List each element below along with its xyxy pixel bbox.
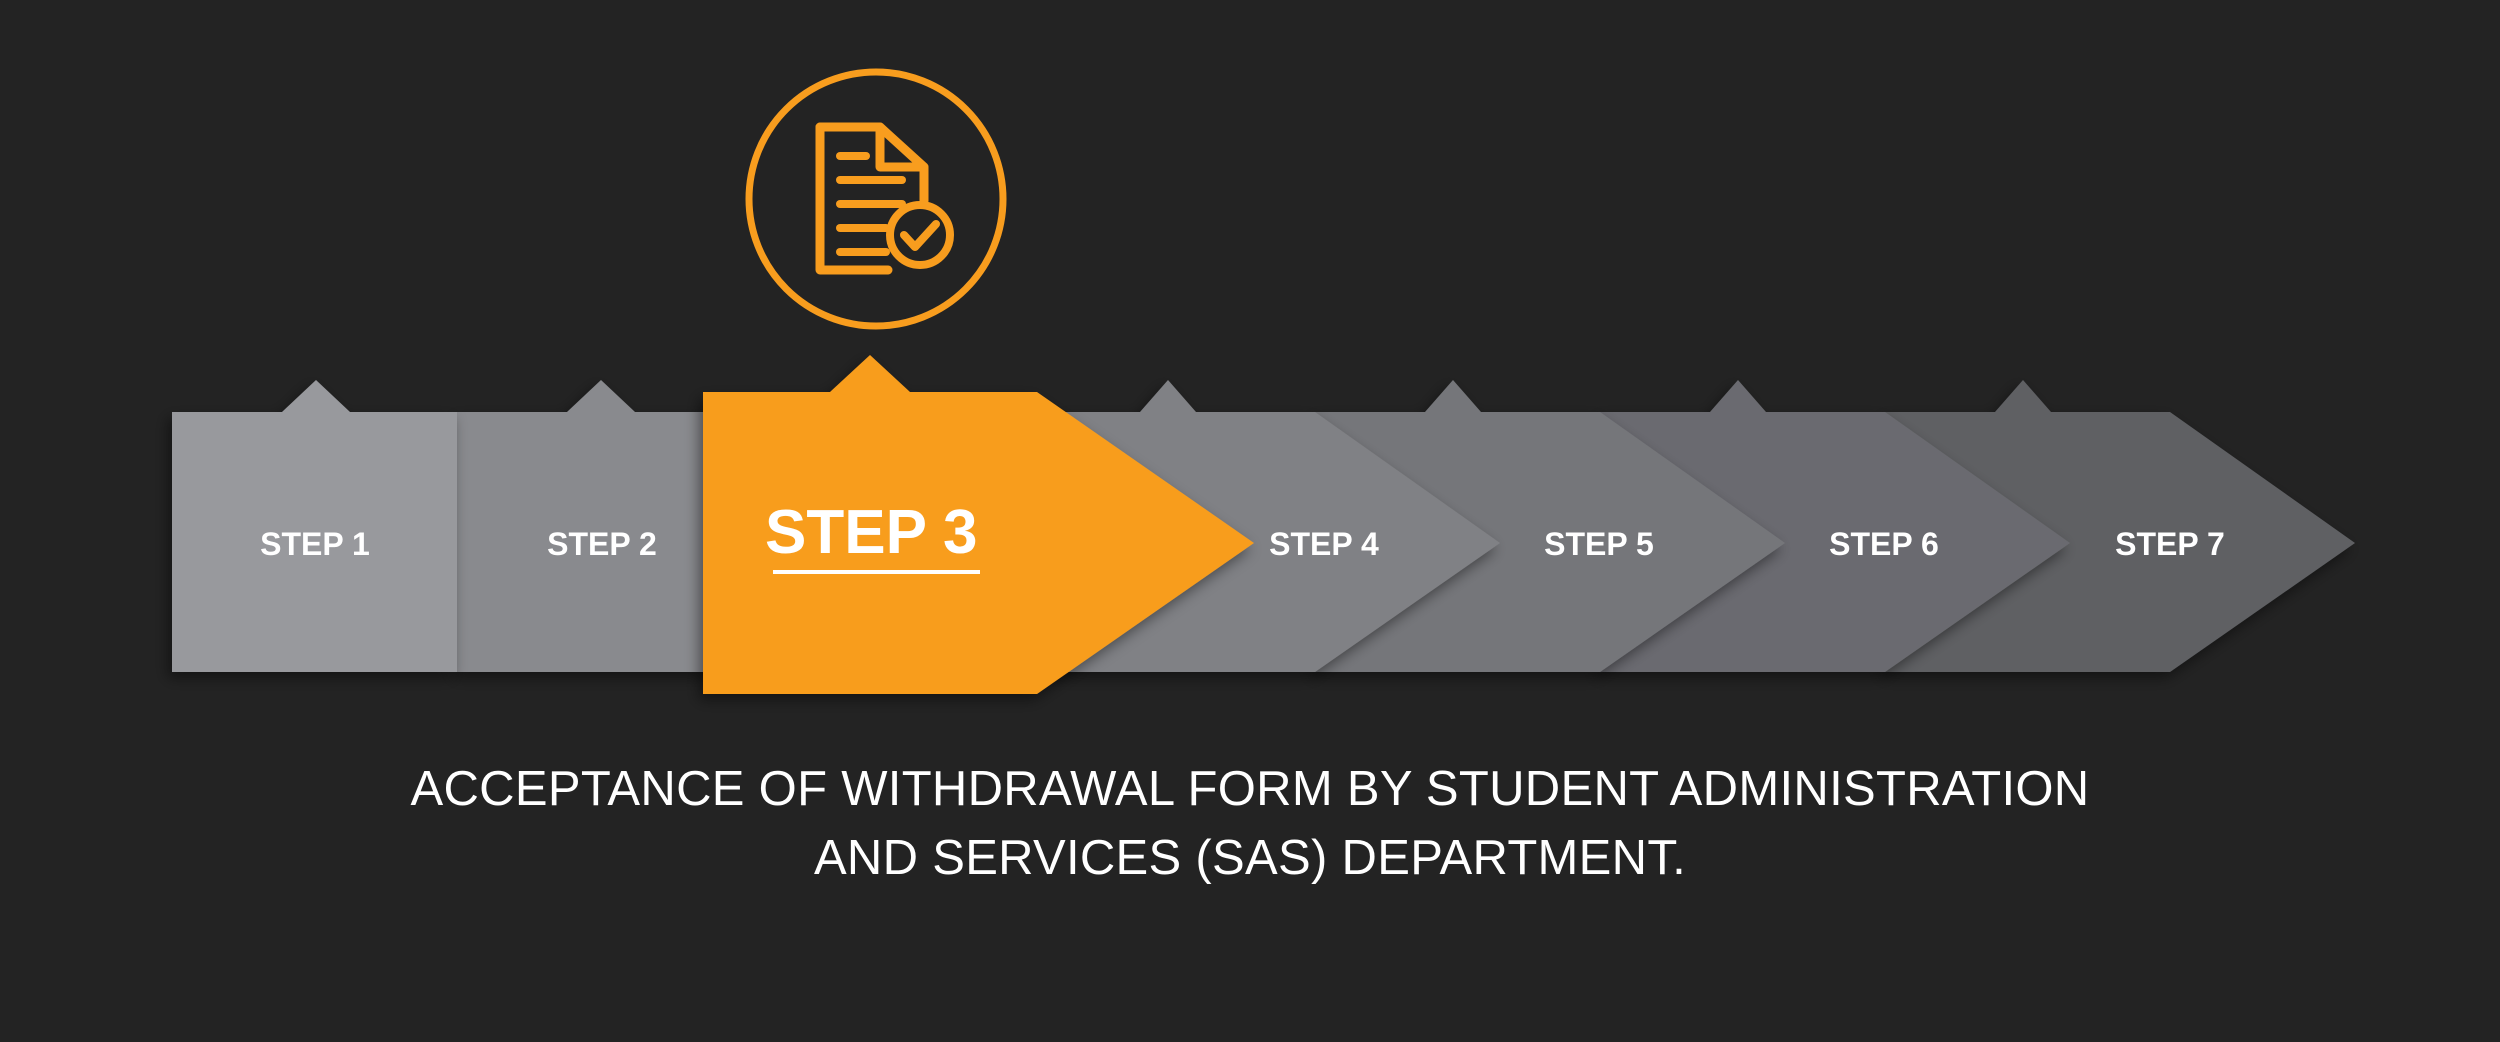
step-1-label: STEP 1 bbox=[260, 526, 370, 562]
step-5-label: STEP 5 bbox=[1544, 526, 1654, 562]
step-3-underline bbox=[773, 570, 980, 574]
step-7-label: STEP 7 bbox=[2115, 526, 2225, 562]
step-5-arrow: STEP 5 bbox=[1315, 380, 1785, 672]
document-check-icon bbox=[745, 68, 1007, 330]
step-7-arrow: STEP 7 bbox=[1885, 380, 2355, 672]
step-3-label: STEP 3 bbox=[765, 498, 978, 567]
step-4-label: STEP 4 bbox=[1269, 526, 1379, 562]
step-1-arrow: STEP 1 bbox=[172, 380, 457, 672]
step-2-label: STEP 2 bbox=[547, 526, 657, 562]
step-6-label: STEP 6 bbox=[1829, 526, 1939, 562]
step-description-line-1: ACCEPTANCE OF WITHDRAWAL FORM BY STUDENT… bbox=[410, 762, 2090, 816]
step-3-arrow-active: STEP 3 bbox=[703, 355, 1254, 694]
step-2-arrow: STEP 2 bbox=[457, 380, 720, 672]
step-6-arrow: STEP 6 bbox=[1600, 380, 2070, 672]
step-description-line-2: AND SERVICES (SAS) DEPARTMENT. bbox=[813, 831, 1687, 885]
step-description: ACCEPTANCE OF WITHDRAWAL FORM BY STUDENT… bbox=[250, 755, 2250, 893]
